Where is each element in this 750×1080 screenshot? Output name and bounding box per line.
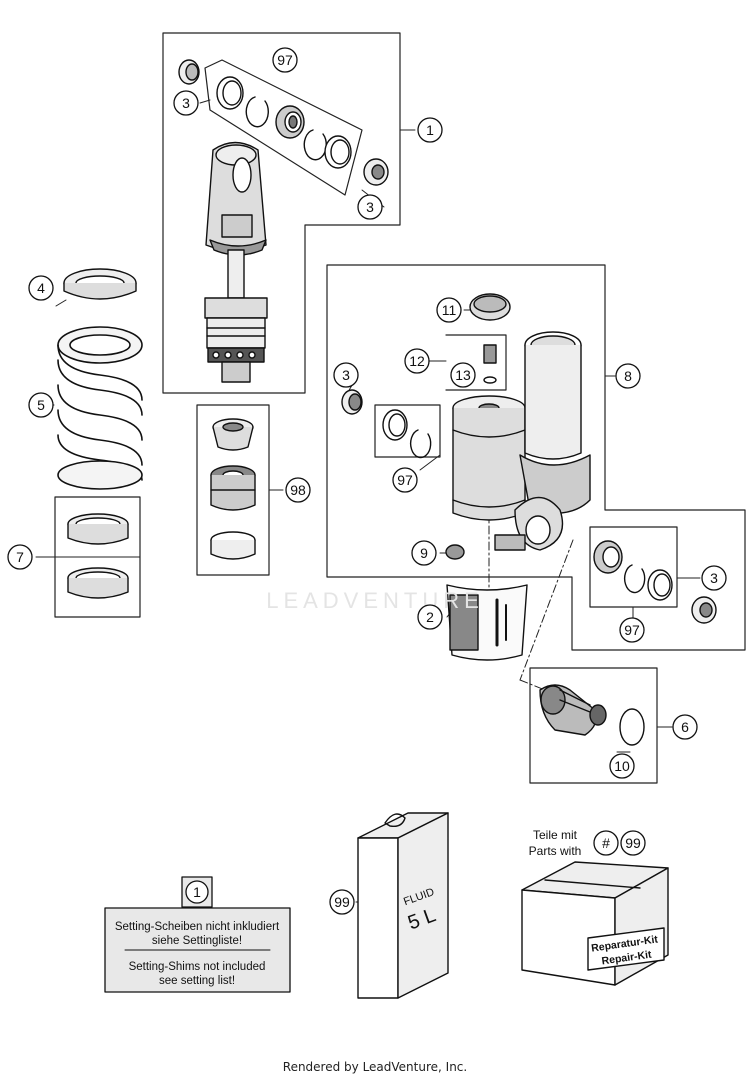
top-bushing-3 [178,59,200,85]
top-circlip-2 [303,129,327,161]
callout-number: 3 [182,95,190,111]
top-seal-ring-2 [324,135,352,169]
reservoir-cap-11 [469,293,511,321]
callout-1: 1 [417,117,443,143]
right-bearing-kit [593,540,717,624]
top-bushing-3b [363,158,389,186]
callout-number: 3 [366,199,374,215]
compression-adjuster-6 [539,684,607,736]
callout-number: 1 [426,122,434,138]
valve-12-13 [483,344,497,384]
watermark: LEADVENTURE [266,588,484,613]
callout-99: 99 [329,889,355,915]
footer-credit: Rendered by LeadVenture, Inc. [282,1060,468,1074]
callout-3: 3 [173,90,199,116]
shock-body-8 [452,331,591,551]
body-seal-rings [382,409,432,459]
callout-98: 98 [285,477,311,503]
callout-2: 2 [417,604,443,630]
callout-4: 4 [28,275,54,301]
repair-box [521,861,669,986]
leader-lines [35,99,701,903]
callout-6: 6 [672,714,698,740]
callout-number: 3 [710,570,718,586]
piston-rod-assembly [204,141,268,383]
callout-number: 98 [290,482,306,498]
fluid-can [357,812,449,999]
body-seal-3 [341,389,363,415]
callout-10: 10 [609,753,635,779]
callout-1: 1 [181,876,213,908]
callout-number: 99 [625,835,641,851]
callout-9: 9 [411,540,437,566]
callout-number: 10 [614,758,630,774]
o-ring-10 [619,708,645,746]
callout-99: 99 [620,830,646,856]
callout-11: 11 [436,297,462,323]
top-seal-ring-1 [216,76,244,110]
callout-number: 13 [455,367,471,383]
note-de-line2: siehe Settingliste! [152,935,242,947]
callout-number: 11 [442,302,457,318]
callout-number: 6 [681,719,689,735]
callout-number: 12 [409,353,425,369]
callout-5: 5 [28,392,54,418]
callout-3: 3 [357,194,383,220]
spring-seat-4 [63,268,137,300]
group-frames [54,32,746,784]
adjuster-screw-9 [445,544,465,560]
callout-97: 97 [619,617,645,643]
callout-8: 8 [615,363,641,389]
callout-number: 97 [624,622,640,638]
top-bearing [275,105,305,139]
callout-number: 4 [37,280,45,296]
callout-number: 8 [624,368,632,384]
callout-number: 1 [193,884,201,900]
hash-marker: # [593,830,619,856]
callout-number: 3 [342,367,350,383]
spring-5 [57,326,143,490]
callout-number: 2 [426,609,434,625]
callout-number: 9 [420,545,428,561]
note-en-line1: Setting-Shims not included [129,961,266,973]
callout-number: 97 [277,52,293,68]
parts-with-de: Teile mit [533,828,578,842]
seal-kit-98 [210,418,256,560]
callout-number: 5 [37,397,45,413]
top-circlip [245,96,269,128]
parts-with-en: Parts with [529,844,582,858]
callout-7: 7 [7,544,33,570]
callout-3: 3 [333,362,359,388]
callout-97: 97 [272,47,298,73]
note-en-line2: see setting list! [159,975,235,987]
preload-rings-7 [67,513,129,599]
center-lines [488,509,574,691]
callout-13: 13 [450,362,476,388]
callout-number: 97 [397,472,413,488]
note-de-line1: Setting-Scheiben nicht inkludiert [115,921,280,933]
sticker-2 [446,584,528,661]
callout-12: 12 [404,348,430,374]
callout-3: 3 [701,565,727,591]
callout-number: 7 [16,549,24,565]
callout-97: 97 [392,467,418,493]
hash-symbol: # [602,835,610,851]
callout-number: 99 [334,894,350,910]
